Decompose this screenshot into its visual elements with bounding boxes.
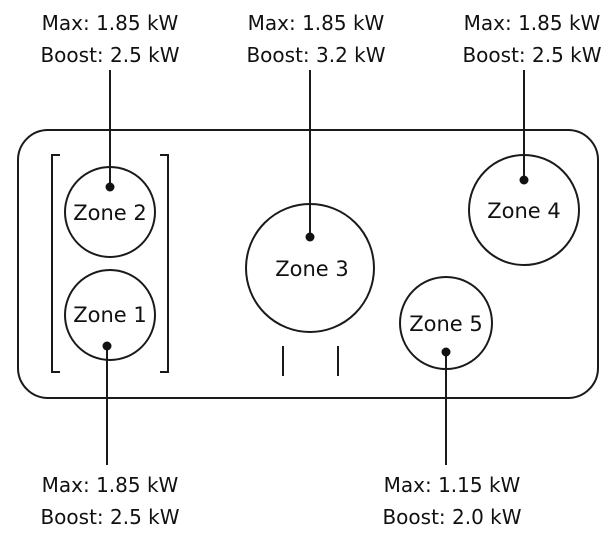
cooktop-outline: [17, 129, 599, 399]
zone-5-max-power: Max: 1.15 kW: [384, 473, 521, 497]
zone-1-circle: [64, 269, 156, 361]
leader-dot-zone-5: [441, 347, 451, 357]
leader-dot-zone-2: [105, 182, 115, 192]
zone-5-boost-power: Boost: 2.0 kW: [382, 505, 521, 529]
zone-5-label: Zone 5: [409, 312, 483, 336]
zone-2-max-power: Max: 1.85 kW: [42, 11, 179, 35]
zone-2-label: Zone 2: [73, 201, 147, 225]
leader-dot-zone-3: [305, 232, 315, 242]
bridge-bracket-left: [51, 154, 60, 373]
zone-4-max-power: Max: 1.85 kW: [464, 11, 601, 35]
zone-3-boost-power: Boost: 3.2 kW: [246, 43, 385, 67]
zone-3-label: Zone 3: [275, 257, 349, 281]
zone-4-boost-power: Boost: 2.5 kW: [462, 43, 601, 67]
bridge-bracket-right: [160, 154, 169, 373]
zone-1-label: Zone 1: [73, 303, 147, 327]
leader-dot-zone-1: [102, 341, 112, 351]
zone-2-boost-power: Boost: 2.5 kW: [40, 43, 179, 67]
zone-1-boost-power: Boost: 2.5 kW: [40, 505, 179, 529]
zone-3-max-power: Max: 1.85 kW: [248, 11, 385, 35]
zone-4-label: Zone 4: [487, 199, 561, 223]
zone-1-max-power: Max: 1.85 kW: [42, 473, 179, 497]
leader-dot-zone-4: [519, 175, 529, 185]
